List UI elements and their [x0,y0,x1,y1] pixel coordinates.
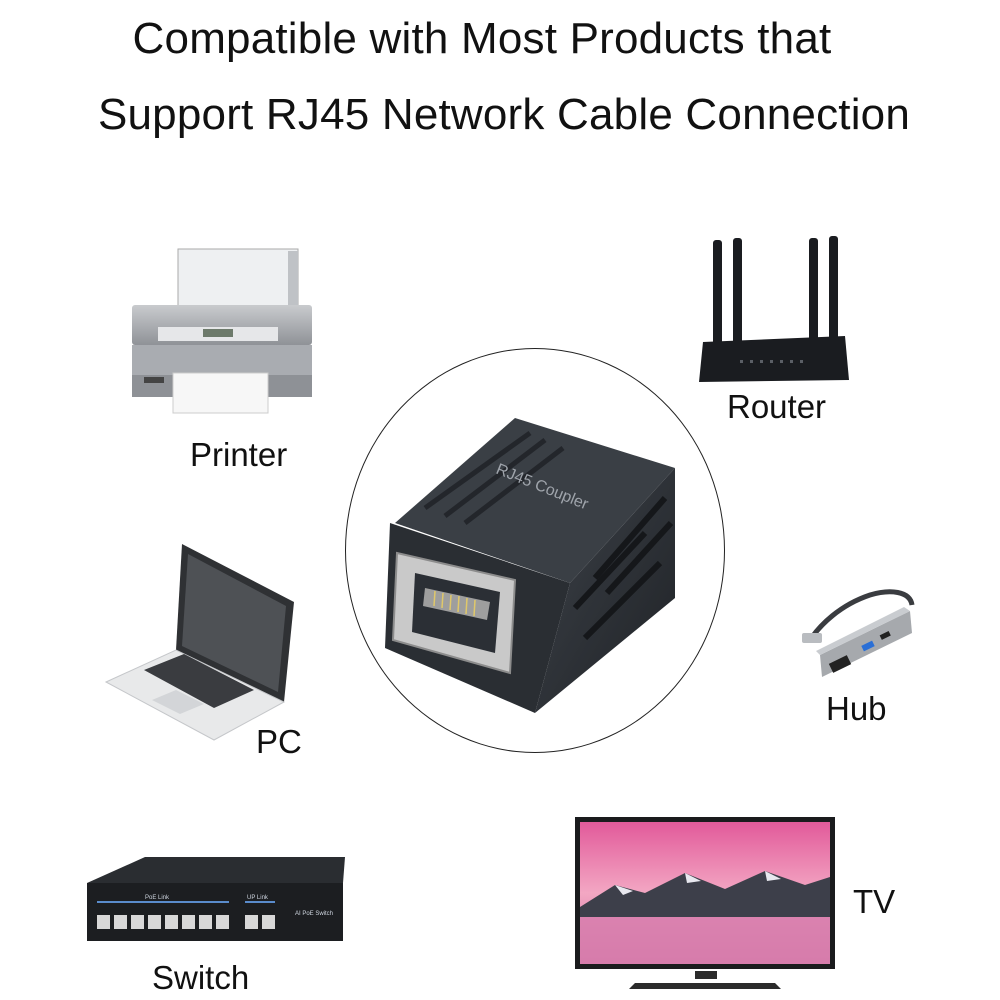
switch-group2-text: UP Link [247,895,269,901]
hub-label: Hub [826,690,887,727]
printer-icon [128,245,318,420]
switch-label: Switch [152,959,250,996]
tv-icon [575,815,837,995]
switch-brand-text: AI PoE Switch [295,911,333,917]
network-switch-icon: PoE Link UP Link AI PoE Switch [85,853,347,953]
rj45-coupler-image: RJ45 Coupler [345,348,725,758]
laptop-icon [104,542,299,742]
printer-label: Printer [190,436,288,473]
router-label: Router [727,388,827,425]
router-icon [695,232,855,392]
headline-line-1: Compatible with Most Products that [132,14,832,63]
switch-group1-text: PoE Link [145,895,170,901]
usb-hub-icon [800,585,920,685]
tv-label: TV [853,883,896,920]
product-circle [345,348,725,753]
headline-line-2: Support RJ45 Network Cable Connection [97,90,911,139]
pc-label: PC [256,723,302,760]
